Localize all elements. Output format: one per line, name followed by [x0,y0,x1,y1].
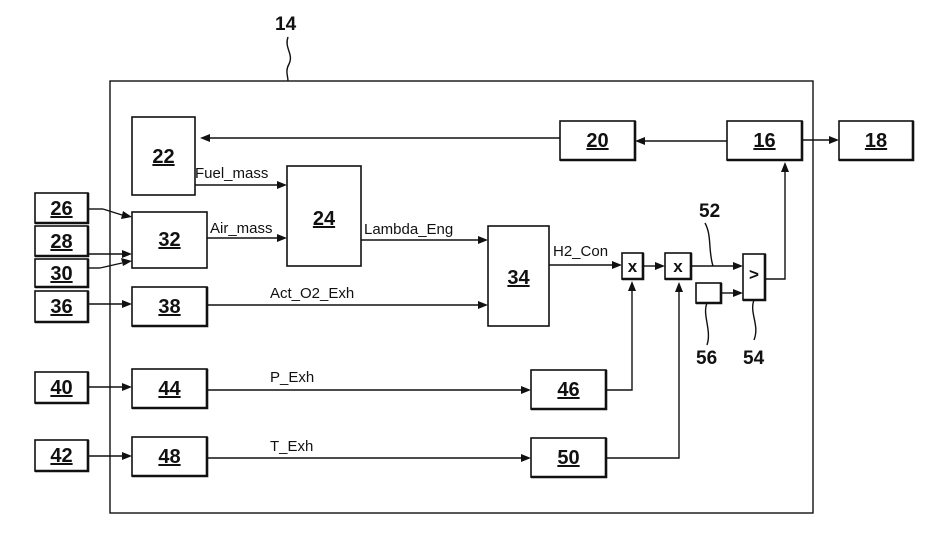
arrow-32-to-24 [277,234,287,242]
wire-46-to-mult1 [606,291,632,390]
leader-52 [705,223,713,266]
svg-text:20: 20 [586,130,608,152]
arrow-16-to-20 [635,137,645,145]
wire-26-to-32-b [103,209,122,215]
block-16: 16 [727,121,802,160]
svg-text:50: 50 [557,447,579,469]
svg-text:38: 38 [158,296,180,318]
arrow-42-to-48 [122,452,132,460]
svg-text:x: x [628,257,638,276]
block-42: 42 [35,440,88,471]
block-34: 34 [488,226,549,326]
block-46: 46 [531,370,606,409]
leader-56 [706,303,709,345]
svg-text:26: 26 [50,198,72,220]
wire-compare-to-16 [765,172,785,279]
svg-text:36: 36 [50,296,72,318]
block-44: 44 [132,369,207,408]
svg-text:24: 24 [313,208,336,230]
svg-text:28: 28 [50,231,72,253]
arrow-24-to-34 [478,236,488,244]
arrow-30-to-32 [121,258,132,266]
block-18: 18 [839,121,913,160]
arrow-40-to-44 [122,383,132,391]
svg-text:22: 22 [152,146,174,168]
arrow-20-to-22 [200,134,210,142]
wire-50-to-mult2 [606,292,679,458]
svg-text:40: 40 [50,377,72,399]
arrow-50-to-mult2 [675,282,683,292]
arrow-46-to-mult1 [628,281,636,291]
signal-fuel-mass: Fuel_mass [195,165,268,182]
frame-ref-label: 14 [275,14,297,35]
arrow-22-to-24 [277,181,287,189]
wire-30-to-32-b [100,263,122,268]
signal-p-exh: P_Exh [270,369,314,386]
svg-text:46: 46 [557,379,579,401]
threshold-block-56 [696,283,721,303]
arrow-36-to-38 [122,300,132,308]
svg-text:34: 34 [507,267,530,289]
arrow-28-to-32 [122,250,132,258]
signal-lambda-eng: Lambda_Eng [364,221,453,238]
arrow-34-to-mult1 [612,261,622,269]
ref-54: 54 [743,348,765,369]
leader-54 [753,300,756,340]
multiplier-2: x [665,253,691,279]
block-50: 50 [531,438,606,477]
arrow-44-to-46 [521,386,531,394]
block-48: 48 [132,437,207,476]
arrow-38-to-34 [478,301,488,309]
frame-leader-line [287,37,291,81]
ref-52: 52 [699,201,720,222]
svg-text:32: 32 [158,229,180,251]
signal-t-exh: T_Exh [270,438,313,455]
svg-text:42: 42 [50,445,72,467]
svg-text:48: 48 [158,446,180,468]
arrow-mult2-to-compare [733,262,743,270]
signal-act-o2-exh: Act_O2_Exh [270,285,354,302]
ref-56: 56 [696,348,717,369]
arrow-compare-to-16 [781,162,789,172]
arrow-48-to-50 [521,454,531,462]
signal-h2-con: H2_Con [553,243,608,260]
block-32: 32 [132,212,207,268]
multiplier-1: x [622,253,643,279]
block-20: 20 [560,121,635,160]
svg-text:x: x [673,257,683,276]
block-26: 26 [35,193,88,223]
signal-air-mass: Air_mass [210,220,273,237]
svg-text:16: 16 [753,130,775,152]
svg-text:18: 18 [865,130,887,152]
block-40: 40 [35,372,88,403]
block-24: 24 [287,166,361,266]
arrow-16-to-18 [829,136,839,144]
block-28: 28 [35,226,88,256]
svg-text:44: 44 [158,378,181,400]
arrow-56-to-compare [733,289,743,297]
block-30: 30 [35,259,88,287]
block-36: 36 [35,291,88,322]
block-38: 38 [132,287,207,326]
arrow-mult1-to-mult2 [655,262,665,270]
arrow-26-to-32 [121,211,132,219]
block-22: 22 [132,117,195,195]
comparator-54: > [743,254,765,300]
svg-text:30: 30 [50,263,72,285]
svg-text:>: > [749,265,759,284]
